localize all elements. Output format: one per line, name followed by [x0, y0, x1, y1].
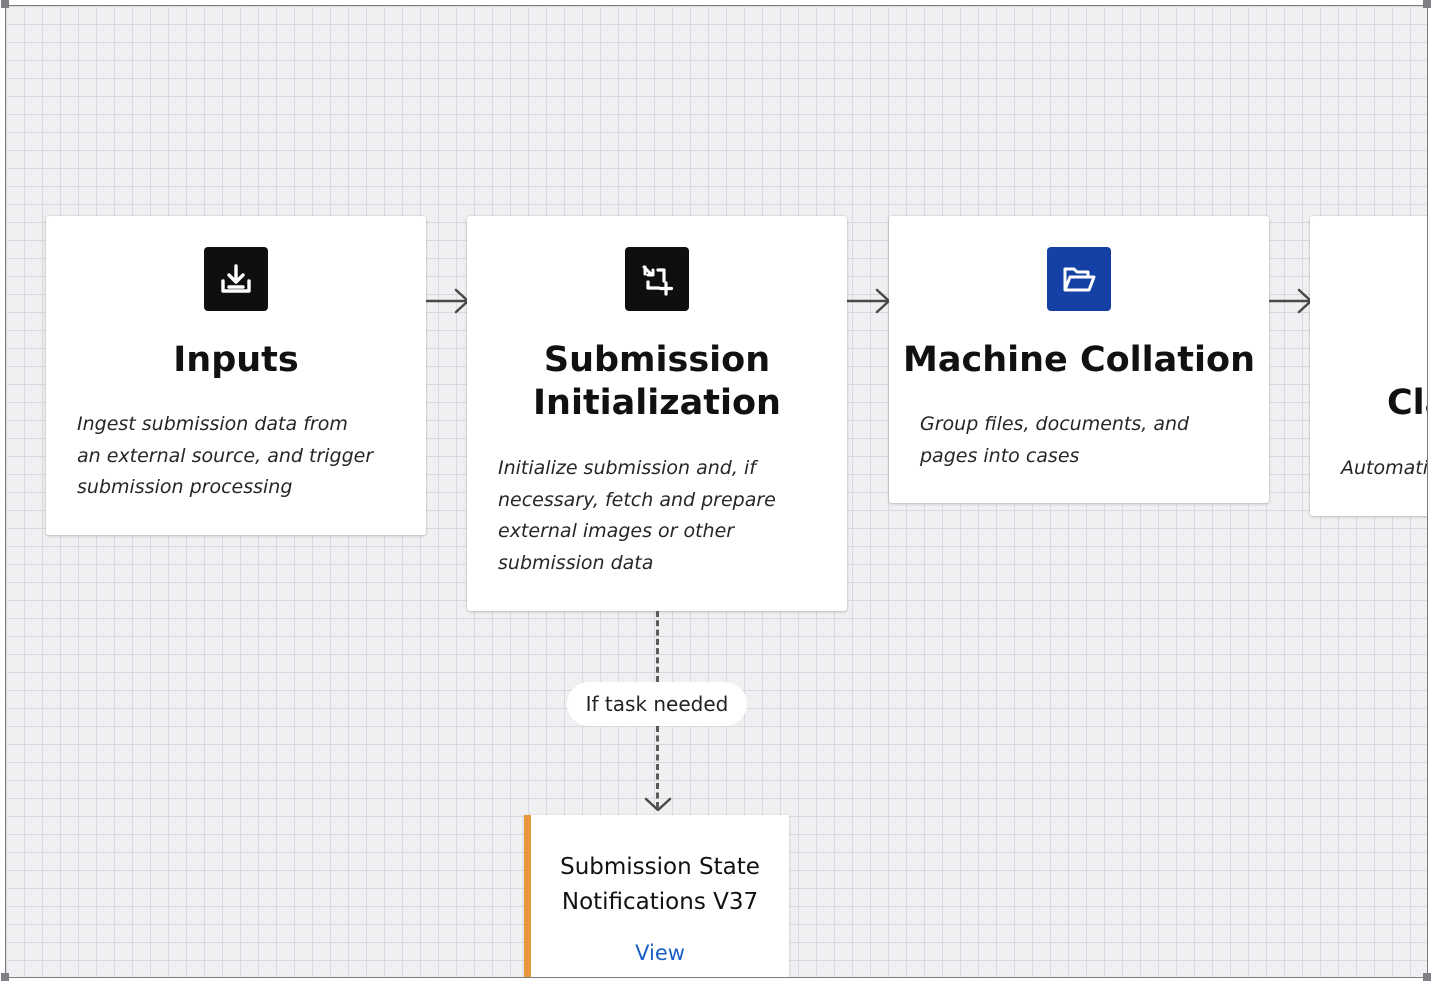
resize-handle[interactable]	[1423, 973, 1431, 981]
node-title: Inputs	[173, 340, 299, 380]
node-card-inputs[interactable]: Inputs Ingest submission data from an ex…	[46, 216, 426, 535]
task-card-submission-state-notifications[interactable]: Submission State Notifications V37 View	[524, 815, 789, 977]
conditional-connector	[656, 611, 659, 682]
node-card-submission-initialization[interactable]: Submission Initialization Initialize sub…	[467, 216, 847, 611]
resize-handle[interactable]	[1, 973, 9, 981]
task-title-line2: Notifications V37	[561, 889, 759, 915]
node-card-classification-partial[interactable]: Cla Automatic	[1310, 216, 1428, 516]
folder-open-icon	[1047, 247, 1111, 311]
node-title: Cla	[1387, 383, 1427, 423]
node-description: Automatic	[1341, 457, 1428, 479]
node-title-line2: Initialization	[533, 383, 781, 423]
view-link[interactable]: View	[635, 941, 685, 965]
chevron-down-icon	[644, 797, 672, 812]
flow-canvas[interactable]: Inputs Ingest submission data from an ex…	[5, 5, 1428, 978]
node-title-line1: Submission	[543, 340, 771, 380]
flow-arrow	[847, 288, 891, 314]
flow-arrow	[426, 288, 470, 314]
condition-label: If task needed	[567, 682, 747, 726]
node-card-machine-collation[interactable]: Machine Collation Group files, documents…	[889, 216, 1269, 503]
node-title: Machine Collation	[903, 340, 1255, 380]
node-description: Initialize submission and, if necessary,…	[498, 457, 776, 574]
task-title-line1: Submission State	[560, 854, 760, 880]
node-description: Ingest submission data from an external …	[77, 413, 374, 498]
resize-handle[interactable]	[1, 0, 9, 8]
node-description: Group files, documents, and pages into c…	[920, 413, 1190, 467]
resize-handle[interactable]	[1423, 0, 1431, 8]
crop-add-icon	[625, 247, 689, 311]
conditional-connector	[656, 726, 659, 808]
flow-arrow	[1269, 288, 1313, 314]
download-icon	[204, 247, 268, 311]
